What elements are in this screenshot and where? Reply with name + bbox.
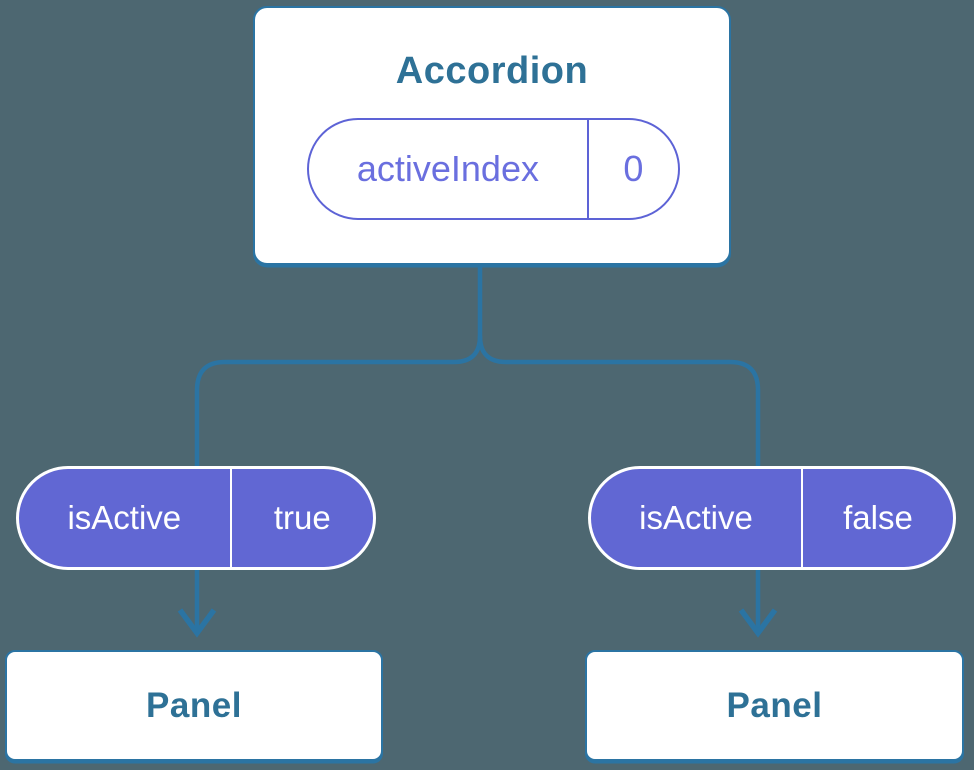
prop-name: isActive (67, 499, 182, 536)
state-name: activeIndex (356, 148, 539, 189)
prop-pill-left: isActive true (16, 466, 376, 570)
state-value: 0 (586, 120, 678, 218)
accordion-node: Accordion activeIndex 0 (253, 6, 731, 265)
prop-value: false (800, 469, 953, 567)
arrow-down-icon (738, 608, 778, 638)
prop-name: isActive (639, 499, 753, 536)
prop-pill-right: isActive false (588, 466, 956, 570)
prop-value: true (229, 469, 373, 567)
state-pill: activeIndex 0 (307, 118, 680, 220)
arrow-down-icon (177, 608, 217, 638)
panel-node-right: Panel (585, 650, 964, 761)
panel-node-left: Panel (5, 650, 383, 761)
panel-node-label: Panel (146, 685, 242, 725)
connector-left-branch (194, 265, 483, 631)
accordion-node-title: Accordion (395, 50, 589, 92)
connector-right-branch (477, 335, 761, 631)
panel-node-label: Panel (726, 685, 823, 725)
